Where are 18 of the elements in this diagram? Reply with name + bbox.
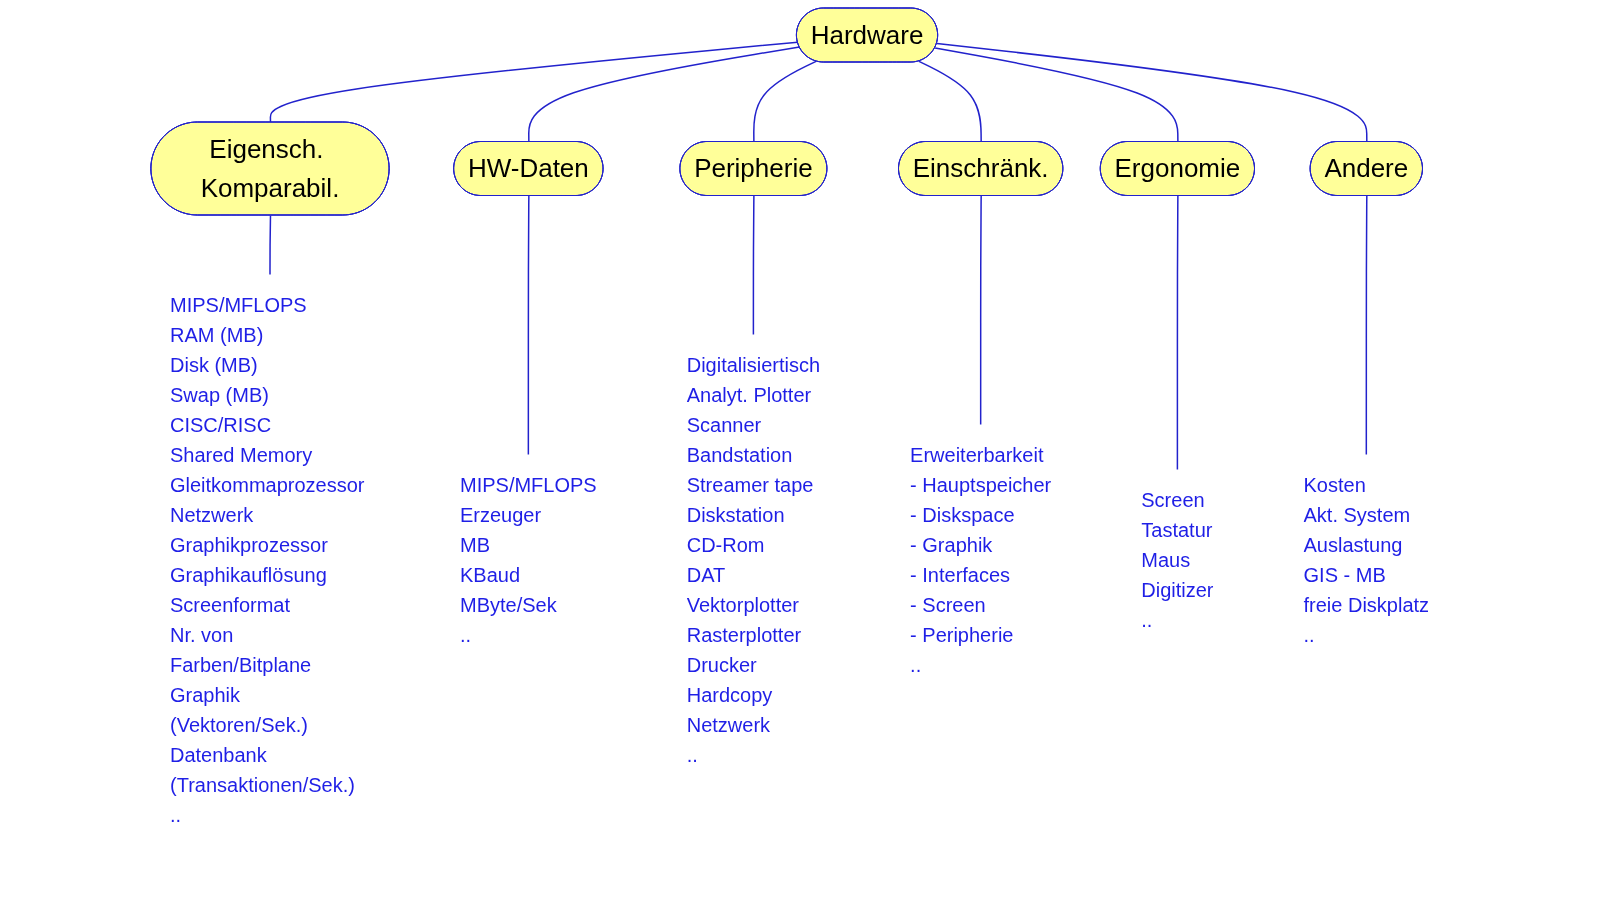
connector — [934, 47, 1179, 143]
connector — [979, 195, 982, 426]
connector — [753, 60, 817, 143]
connector — [1365, 195, 1368, 456]
connector — [527, 46, 801, 143]
node-text: Erweiterbarkeit - Hauptspeicher - Diskspace - Graphik - Interfaces - Screen - Peripherie .. — [910, 444, 1052, 676]
node-text: Screen Tastatur Maus Digitizer .. — [1141, 489, 1214, 631]
connector — [1176, 195, 1179, 471]
node-text: Digitalisiertisch Analyt. Plotter Scanner Bandstation Streamer tape Diskstation CD-Rom DAT Vektorplotter Rasterplotter Drucker Hardcopy Netzwerk .. — [686, 354, 821, 766]
connector — [918, 60, 982, 143]
node-text: Kosten Akt. System Auslastung GIS - MB freie Diskplatz .. — [1303, 474, 1430, 646]
connector — [527, 195, 530, 456]
connector — [269, 41, 799, 124]
connector — [269, 214, 272, 276]
node-text: MIPS/MFLOPS Erzeuger MB KBaud MByte/Sek .. — [459, 474, 597, 646]
connector — [752, 195, 755, 336]
connector — [936, 42, 1368, 143]
node-text: MIPS/MFLOPS RAM (MB) Disk (MB) Swap (MB) CISC/RISC Shared Memory Gleitkommaprozessor Netzwerk Graphikprozessor Graphikauflösung Screenformat Nr. von Farben/Bitplane Graphik (Vektoren/Sek.) Datenbank (Transaktionen/Sek.) .. — [169, 294, 365, 826]
